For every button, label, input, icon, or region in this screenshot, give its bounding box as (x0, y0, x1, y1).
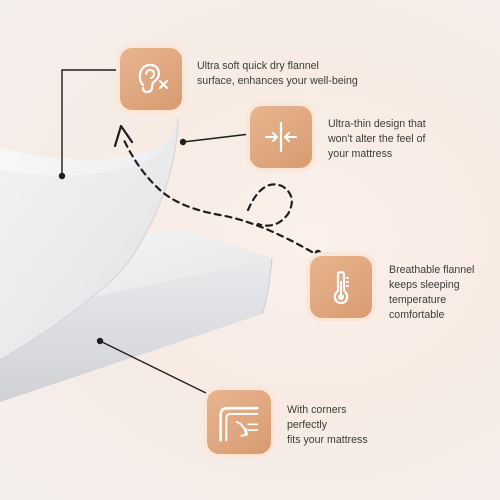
dashed-arrow (122, 138, 314, 254)
arrow-head (113, 124, 134, 148)
ear-icon-badge (120, 48, 182, 110)
thermometer-icon-badge (310, 256, 372, 318)
feature-soft-caption: Ultra soft quick dry flannel surface, en… (197, 60, 358, 87)
feature-thin-caption: Ultra-thin design that won't alter the f… (328, 118, 426, 160)
feature-corners-caption: With corners perfectly fits your mattres… (287, 404, 368, 446)
callout-line-soft (61, 69, 120, 176)
mattress-corner-icon (219, 406, 259, 442)
ear-icon (138, 63, 168, 94)
thin-compress-icon-badge (250, 106, 312, 168)
protector-sheet (0, 118, 178, 360)
thermometer-icon (333, 270, 349, 305)
feature-breathable-caption: Breathable flannel keeps sleeping temper… (389, 264, 475, 321)
callout-line-thin (182, 133, 251, 143)
mattress-side (0, 258, 272, 402)
callout-line-corners (99, 340, 211, 396)
thin-compress-icon (265, 121, 297, 153)
mattress-corner-icon-badge (207, 390, 271, 454)
